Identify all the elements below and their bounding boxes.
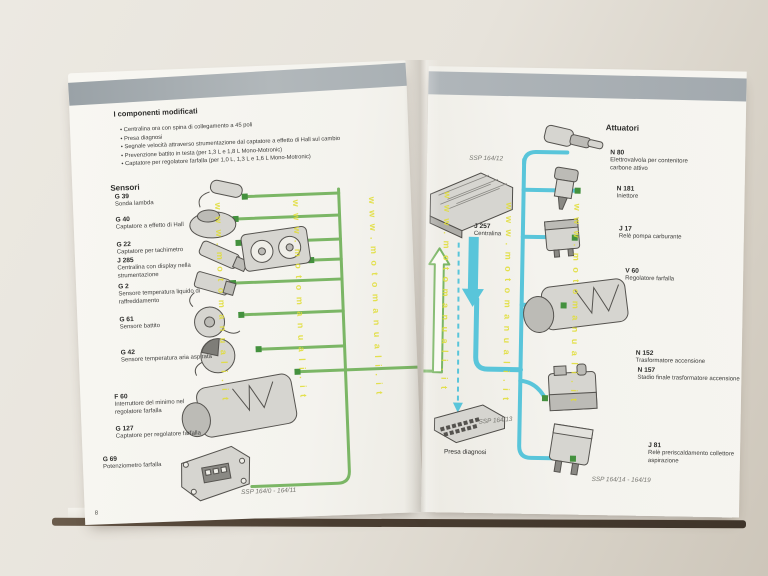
actuators-heading: Attuatori xyxy=(605,123,640,133)
injector-drawing xyxy=(553,166,579,210)
diagnosis-line xyxy=(452,242,463,413)
diagnosis-label: Presa diagnosi xyxy=(443,448,487,457)
sensor-wiring-lines xyxy=(231,187,419,489)
actuator-entry: J 81 Relè preriscaldamento collettore as… xyxy=(647,441,735,465)
carbon-canister-valve-drawing xyxy=(543,124,604,150)
ignition-transformer-drawing xyxy=(547,363,598,412)
figure-caption-right: SSP 164/14 - 164/19 xyxy=(591,475,651,485)
right-page: Attuatori SSP 164/12 J 257 Centralina N … xyxy=(421,66,747,518)
actuator-entry: J 17 Relè pompa carburante xyxy=(618,225,682,241)
sensor-input-arrow xyxy=(421,247,451,374)
sensor-entry: G 2 Sensore temperatura liquido di raffr… xyxy=(118,283,201,306)
hall-sensor-drawing xyxy=(189,209,237,239)
actuator-entry: N 80 Elettrovalvola per contenitore carb… xyxy=(609,149,688,172)
instrument-cluster-drawing xyxy=(240,226,311,272)
sensor-entry: F 60 Interruttore del minimo nel regolat… xyxy=(114,393,185,416)
actuator-entry: N 152 Trasformatore accensione xyxy=(635,349,706,365)
sensor-connector-squares xyxy=(229,193,315,375)
fuel-pump-relay-drawing xyxy=(543,218,581,258)
actuator-entry: V 60 Regolatore farfalla xyxy=(625,267,675,283)
intake-air-temp-sensor-drawing xyxy=(194,338,236,376)
actuator-connector-squares xyxy=(541,187,581,462)
actuator-diagram-art xyxy=(421,124,629,476)
actuator-entry: N 181 Iniettore xyxy=(616,185,639,200)
throttle-body-drawing xyxy=(181,373,298,438)
lambda-probe-drawing xyxy=(198,179,243,208)
throttle-potentiometer-drawing xyxy=(181,445,251,502)
ecu-drawing xyxy=(429,172,514,239)
actuator-entry: N 157 Stadio finale trasformatore accens… xyxy=(637,366,740,383)
preheat-relay-drawing xyxy=(548,423,594,476)
throttle-positioner-drawing xyxy=(523,278,629,333)
left-page: I componenti modificati Centralina ora c… xyxy=(67,60,424,525)
actuator-output-arrow xyxy=(461,236,484,307)
coolant-temp-sensor-drawing xyxy=(189,271,237,308)
page-number: 8 xyxy=(94,510,99,517)
sensor-entry: J 285 Centralina con display nella strum… xyxy=(117,256,191,280)
ecu-label: J 257 Centralina xyxy=(473,222,502,238)
diagnosis-connector-drawing xyxy=(433,404,506,444)
ecu-figure-caption: SSP 164/12 xyxy=(469,154,504,163)
sensor-diagram-art xyxy=(181,179,419,502)
knock-sensor-drawing xyxy=(194,306,241,338)
